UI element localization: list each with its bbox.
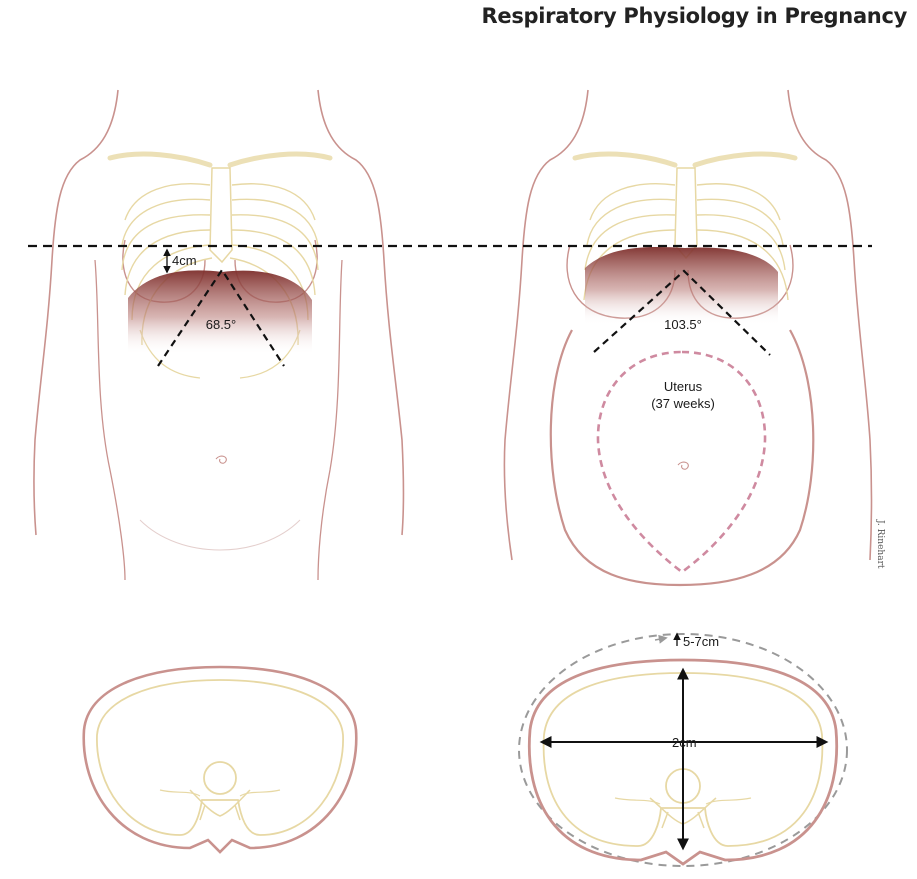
- uterus-label: Uterus: [664, 379, 703, 394]
- nonpregnant-thorax-cross-section: [84, 667, 357, 852]
- nonpregnant-torso: [34, 90, 404, 580]
- nonpregnant-diaphragm: [128, 270, 312, 355]
- pregnant-angle-label: 103.5°: [664, 317, 702, 332]
- pregnant-thorax-cross-section: [519, 634, 847, 866]
- artist-signature: J. Rinehart: [875, 519, 885, 569]
- nonpregnant-elevation-label: 4cm: [172, 253, 197, 268]
- transverse-diameter-label: 2cm: [672, 735, 697, 750]
- pregnant-diaphragm: [585, 247, 778, 325]
- pregnant-torso: [504, 90, 871, 585]
- nonpregnant-angle-label: 68.5°: [206, 317, 237, 332]
- circumference-increase-label: 5-7cm: [683, 634, 719, 649]
- uterus-weeks-label: (37 weeks): [651, 396, 715, 411]
- page-title: Respiratory Physiology in Pregnancy: [482, 4, 908, 28]
